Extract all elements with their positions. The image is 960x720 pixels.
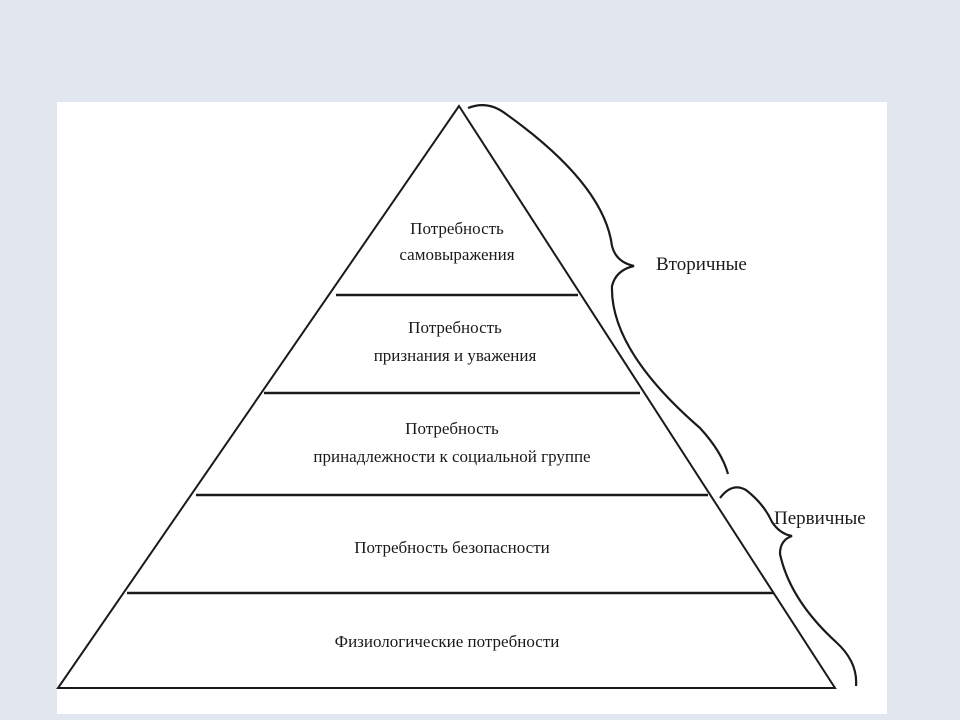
secondary-needs-brace <box>467 103 730 475</box>
level-2-line-1: Потребность <box>408 318 502 337</box>
level-5-label: Физиологические потребности <box>335 632 560 651</box>
secondary-needs-label: Вторичные <box>656 254 747 275</box>
level-3-line-2: принадлежности к социальной группе <box>313 447 590 466</box>
pyramid-level-belonging: Потребность принадлежности к социальной … <box>313 419 590 466</box>
pyramid-level-esteem: Потребность признания и уважения <box>374 318 537 365</box>
level-1-line-2: самовыражения <box>399 245 514 264</box>
diagram-page <box>57 102 887 714</box>
primary-needs-brace <box>719 486 858 687</box>
pyramid-level-safety: Потребность безопасности <box>354 538 549 557</box>
pyramid-level-physiological: Физиологические потребности <box>335 632 560 651</box>
level-3-line-1: Потребность <box>405 419 499 438</box>
level-1-line-1: Потребность <box>410 219 504 238</box>
primary-needs-label: Первичные <box>774 508 866 529</box>
level-4-label: Потребность безопасности <box>354 538 549 557</box>
pyramid-level-self-actualization: Потребность самовыражения <box>399 219 514 264</box>
pyramid-outline <box>56 104 837 689</box>
level-2-line-2: признания и уважения <box>374 346 537 365</box>
